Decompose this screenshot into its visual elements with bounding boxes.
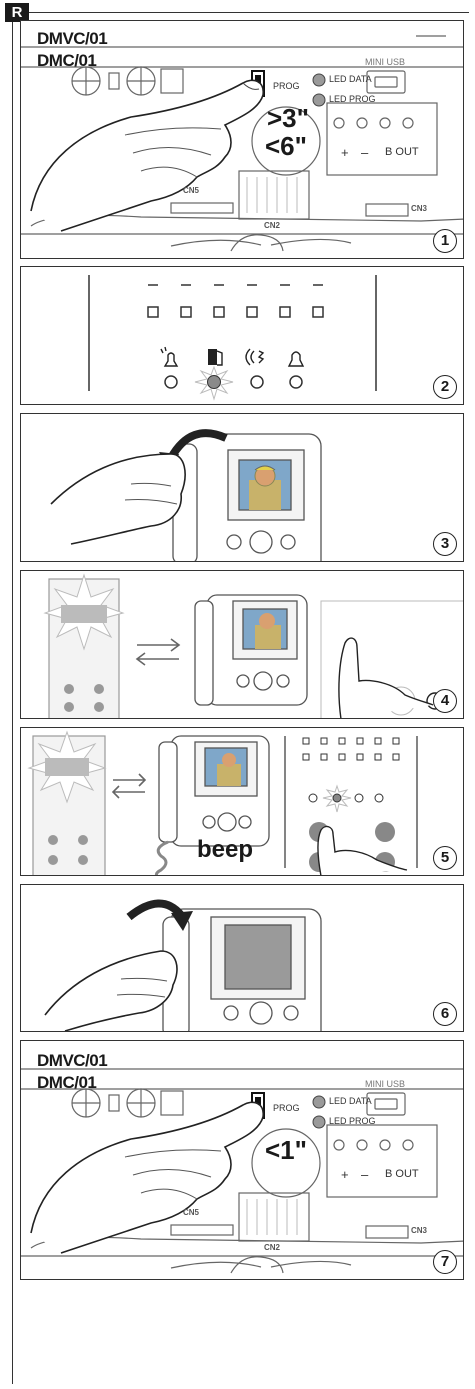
section-rule: [29, 12, 469, 13]
keypad-led-illustration: [21, 267, 464, 405]
step-7-panel: DMVC/01 DMC/01 PROG LED DATA LED PROG MI…: [20, 1040, 464, 1280]
prog-button-label: PROG: [273, 81, 300, 91]
bell-ring-icon: [161, 347, 177, 366]
model-dmvc01-label: DMVC/01: [37, 1051, 107, 1071]
step-4-panel: 4: [20, 570, 464, 719]
step-number-badge: 3: [433, 532, 457, 556]
model-dmc01-label: DMC/01: [37, 1073, 96, 1093]
led-data-label: LED DATA: [329, 74, 372, 84]
exchange-arrows-icon: [137, 639, 179, 665]
pairing-illustration: [21, 571, 464, 719]
bell-icon: [289, 352, 303, 366]
step-number-badge: 1: [433, 229, 457, 253]
cn2-label: CN2: [264, 1243, 280, 1252]
mini-usb-label: MINI USB: [365, 1079, 405, 1089]
pointing-hand-icon: [31, 80, 263, 231]
hold-time-min-label: >3": [267, 105, 309, 131]
model-dmvc01-label: DMVC/01: [37, 29, 107, 49]
blinking-led-icon: [195, 367, 233, 399]
step-number-badge: 7: [433, 1250, 457, 1274]
exchange-arrows-icon: [113, 774, 145, 798]
terminal-minus-label: –: [361, 145, 368, 160]
model-dmc01-label: DMC/01: [37, 51, 96, 71]
cn2-label: CN2: [264, 221, 280, 230]
step-3-panel: 3: [20, 413, 464, 562]
step-1-panel: DMVC/01 DMC/01 PROG LED DATA LED PROG MI…: [20, 20, 464, 259]
hand-icon: [51, 454, 185, 544]
left-margin-line: [12, 16, 13, 1384]
prog-button-label: PROG: [273, 1103, 300, 1113]
b-out-label: B OUT: [385, 1168, 419, 1180]
cn5-label: CN5: [183, 186, 199, 195]
handset-lift-illustration: [21, 414, 464, 562]
speech-icon: [246, 349, 263, 365]
terminal-minus-label: –: [361, 1167, 368, 1182]
led-data-label: LED DATA: [329, 1096, 372, 1106]
step-number-badge: 4: [433, 689, 457, 713]
terminal-plus-label: +: [341, 145, 349, 160]
step-2-panel: 2: [20, 266, 464, 405]
terminal-plus-label: +: [341, 1167, 349, 1182]
cn5-label: CN5: [183, 1208, 199, 1217]
b-out-label: B OUT: [385, 146, 419, 158]
step-number-badge: 5: [433, 846, 457, 870]
blinking-led-icon: [323, 786, 351, 812]
step-5-panel: beep 5: [20, 727, 464, 876]
hold-time-label: <1": [265, 1137, 307, 1163]
hold-time-max-label: <6": [265, 133, 307, 159]
led-prog-label: LED PROG: [329, 94, 376, 104]
pointing-hand-icon: [31, 1102, 263, 1253]
led-prog-label: LED PROG: [329, 1116, 376, 1126]
mini-usb-label: MINI USB: [365, 57, 405, 67]
handset-replace-illustration: [21, 885, 464, 1032]
cn3-label: CN3: [411, 204, 427, 213]
cn3-label: CN3: [411, 1226, 427, 1235]
beep-label: beep: [197, 836, 253, 864]
hand-icon: [45, 951, 177, 1031]
curved-arrow-icon: [129, 903, 193, 931]
door-lock-icon: [208, 349, 222, 365]
step-6-panel: 6: [20, 884, 464, 1032]
step-number-badge: 2: [433, 375, 457, 399]
step-number-badge: 6: [433, 1002, 457, 1026]
